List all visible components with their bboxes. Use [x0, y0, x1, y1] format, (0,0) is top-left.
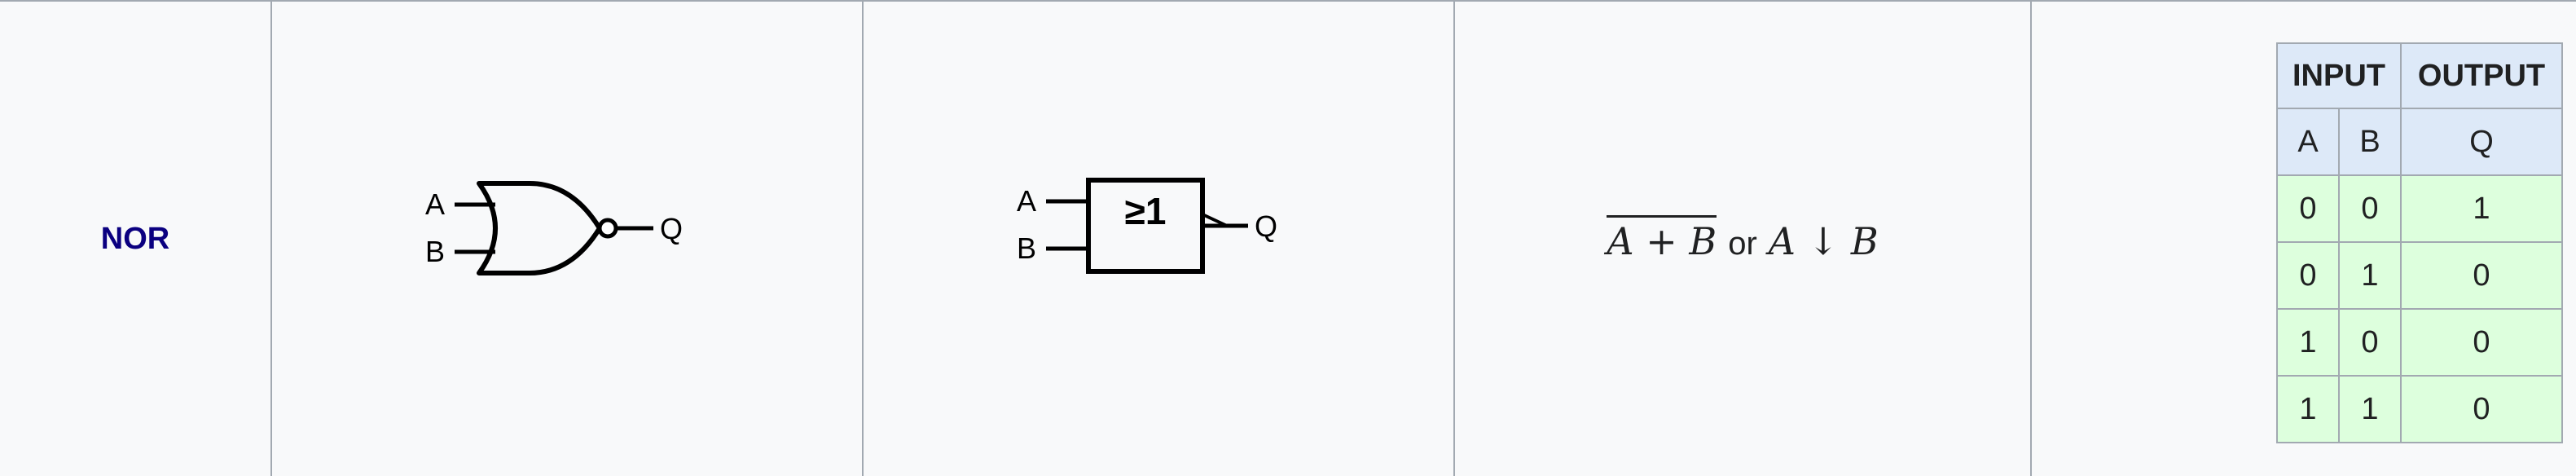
cell-a: 1	[2276, 308, 2340, 377]
or-gate-body	[477, 181, 602, 275]
rect-output-q-label: Q	[1255, 209, 1277, 243]
col-q-header: Q	[2400, 108, 2563, 176]
peirce-arrow-expression: A ↓ B	[1769, 219, 1879, 263]
truth-table-column-header: A B Q	[2276, 108, 2563, 176]
truth-table-group-header: INPUT OUTPUT	[2276, 42, 2563, 109]
table-row: 1 0 0	[2276, 308, 2563, 377]
boolean-expression: A + B or A ↓ B	[1607, 214, 1879, 263]
expr-plus: +	[1646, 218, 1677, 263]
col-b-header: B	[2338, 108, 2402, 176]
expression-cell: A + B or A ↓ B	[1455, 2, 2032, 476]
expr2-b: B	[1850, 218, 1879, 263]
truth-table: INPUT OUTPUT A B Q 0 0 1 0 1 0 1 0 0	[2276, 42, 2563, 443]
cell-b: 0	[2338, 174, 2402, 243]
expr-a: A	[1607, 218, 1634, 263]
rect-input-b-label: B	[1017, 231, 1036, 265]
table-row: 1 1 0	[2276, 375, 2563, 443]
nor-gate-distinctive-icon: A B Q	[425, 181, 683, 275]
expr-connector: or	[1728, 225, 1757, 262]
expr-b: B	[1689, 218, 1717, 263]
truth-table-cell: INPUT OUTPUT A B Q 0 0 1 0 1 0 1 0 0	[2032, 2, 2576, 476]
cell-b: 1	[2338, 375, 2402, 443]
expr2-a: A	[1768, 218, 1796, 263]
table-row: 0 0 1	[2276, 174, 2563, 243]
negated-or-expression: A + B	[1607, 214, 1717, 263]
inversion-bubble	[597, 218, 618, 239]
nor-gate-rectangular-icon: A B ≥1 Q	[1017, 178, 1277, 274]
cell-a: 0	[2276, 241, 2340, 310]
expr2-arrow: ↓	[1807, 218, 1840, 263]
cell-a: 0	[2276, 174, 2340, 243]
rect-box-label: ≥1	[1125, 190, 1167, 232]
cell-q: 0	[2400, 241, 2563, 310]
cell-b: 0	[2338, 308, 2402, 377]
input-b-label: B	[425, 235, 445, 268]
col-a-header: A	[2276, 108, 2340, 176]
output-q-label: Q	[660, 212, 683, 245]
cell-a: 1	[2276, 375, 2340, 443]
input-a-label: A	[425, 187, 445, 221]
input-group-header: INPUT	[2276, 42, 2402, 109]
distinctive-symbol-cell: A B Q	[272, 2, 864, 476]
rectangular-symbol-cell: A B ≥1 Q	[864, 2, 1455, 476]
output-group-header: OUTPUT	[2400, 42, 2563, 109]
cell-b: 1	[2338, 241, 2402, 310]
rect-input-a-label: A	[1017, 184, 1036, 218]
gate-name-cell: NOR	[0, 2, 272, 476]
cell-q: 1	[2400, 174, 2563, 243]
cell-q: 0	[2400, 375, 2563, 443]
gate-name-link[interactable]: NOR	[100, 221, 170, 256]
table-row: 0 1 0	[2276, 241, 2563, 310]
cell-q: 0	[2400, 308, 2563, 377]
